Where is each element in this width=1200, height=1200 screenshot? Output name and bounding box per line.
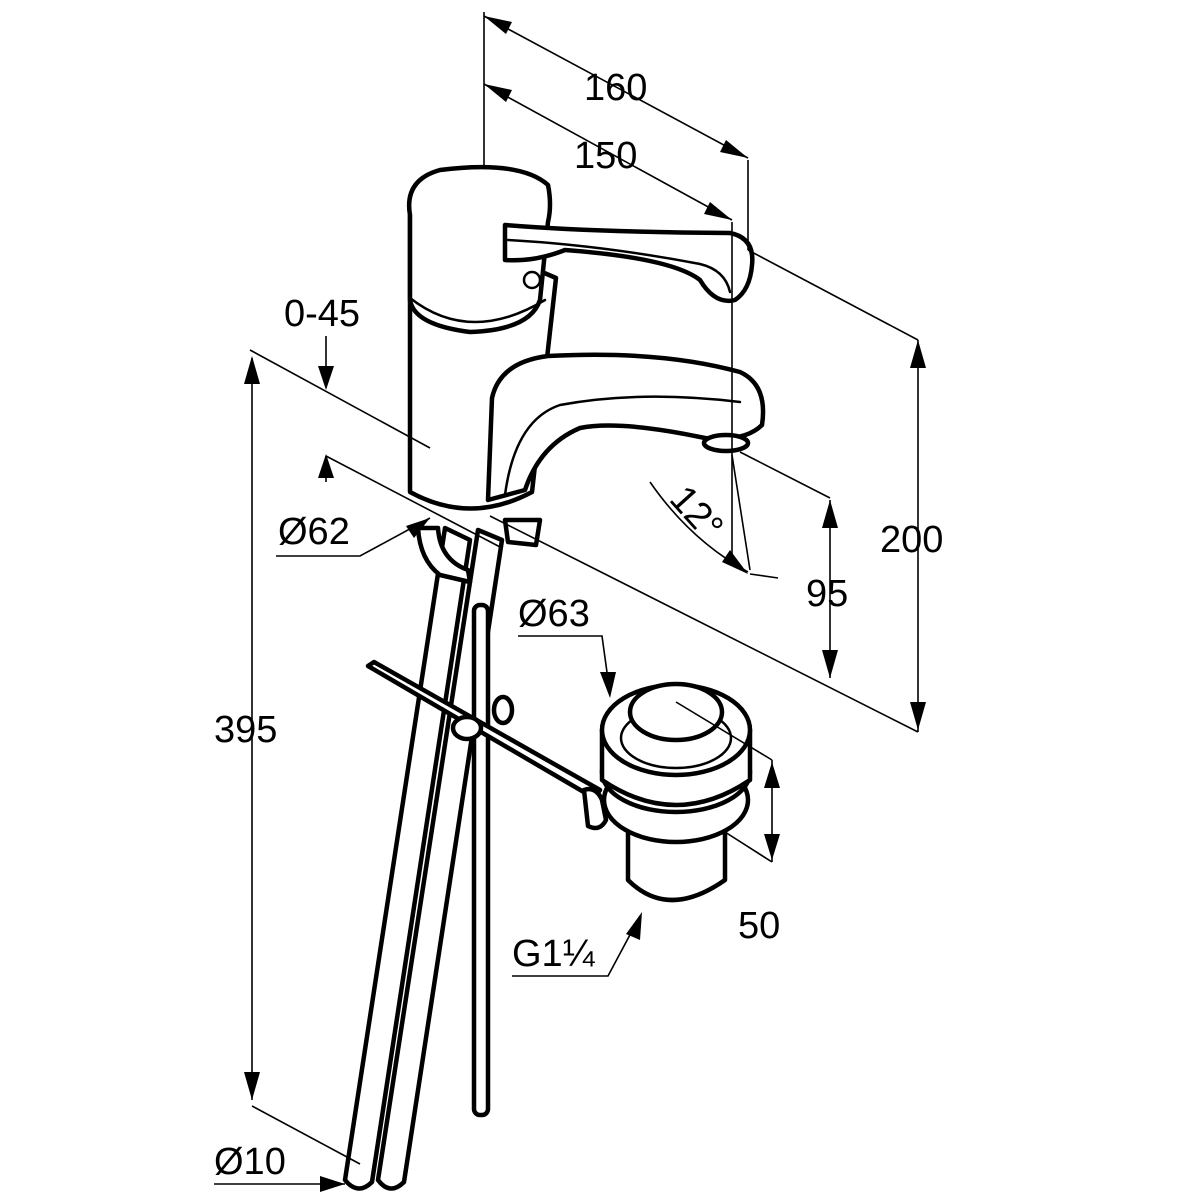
dim-150: 150 <box>574 135 637 177</box>
dim-0-45: 0-45 <box>284 293 360 335</box>
mixer-body <box>406 164 766 585</box>
dim-395: 395 <box>214 709 277 751</box>
dim-thread-g114: G1¼ <box>512 933 596 975</box>
dim-160: 160 <box>584 67 647 109</box>
supply-hoses <box>342 525 505 1191</box>
dim-95: 95 <box>806 573 848 615</box>
dim-12deg: 12° <box>661 478 731 549</box>
pop-up-rod <box>365 602 603 1118</box>
pop-up-waste <box>581 681 753 903</box>
dim-diameter-10: Ø10 <box>214 1141 286 1183</box>
dimension-labels: 160 150 0-45 200 12° Ø62 95 Ø63 395 50 G… <box>214 67 943 1183</box>
dim-diameter-63: Ø63 <box>518 593 590 635</box>
dim-diameter-62: Ø62 <box>278 511 350 553</box>
dim-200: 200 <box>880 519 943 561</box>
dim-50: 50 <box>738 905 780 947</box>
dimension-lines <box>214 12 926 1192</box>
